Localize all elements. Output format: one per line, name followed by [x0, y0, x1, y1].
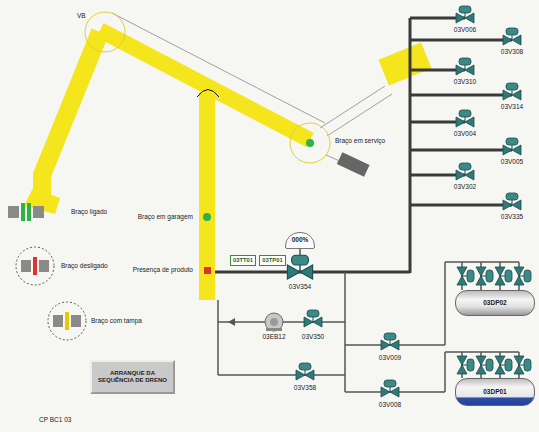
tag-label-text: 03V335 — [500, 213, 524, 220]
tank: 03DP01 — [455, 378, 535, 406]
tag-label: 03V335 — [500, 213, 524, 220]
tag-label-text: 03V314 — [500, 103, 524, 110]
tag-label-text: Braço em garagem — [137, 213, 194, 220]
tag-label: 03EB12 — [261, 333, 286, 340]
tag-label-text: 03V302 — [453, 183, 477, 190]
tag-label: 03V302 — [453, 183, 477, 190]
tag-label: 03V350 — [301, 333, 325, 340]
start-button: ARRANQUE DA SEQUÊNCIA DE DRENO — [90, 360, 175, 394]
legend-label-text: Braço desligado — [60, 262, 109, 269]
tag-label-text: 03V350 — [301, 333, 325, 340]
legend-label-text: Braço com tampa — [90, 317, 143, 324]
tag-label: 03V009 — [378, 354, 402, 361]
legend-label: Braço desligado — [60, 262, 109, 269]
tag-label: 03V354 — [288, 283, 312, 290]
tag-label-text: 03V354 — [288, 283, 312, 290]
tag-label-text: 03V310 — [453, 78, 477, 85]
tag-label: CP BC1 03 — [38, 416, 72, 423]
tag-label: Braço em garagem — [137, 213, 194, 220]
tag-label-text: 03V004 — [453, 130, 477, 137]
node-text: 03DP01 — [483, 388, 507, 395]
tag-label-text: 03V308 — [500, 48, 524, 55]
tag-label: 03V006 — [453, 26, 477, 33]
tag-label: 03V005 — [500, 158, 524, 165]
tag-label: Braço em serviço — [334, 137, 386, 144]
node-text: 000% — [292, 236, 309, 243]
tag-label: 03V308 — [500, 48, 524, 55]
tag-label: 03V358 — [293, 384, 317, 391]
legend-label: Braço ligado — [70, 208, 108, 215]
node-text: 03TP01 — [262, 257, 282, 264]
node-text: 03TT01 — [233, 257, 253, 264]
tag-label: 03V008 — [378, 401, 402, 408]
valve-position-indicator: 000% — [285, 232, 315, 249]
tag-label-text: VB — [76, 12, 87, 19]
legend-sample — [8, 203, 86, 340]
legend-label: Braço com tampa — [90, 317, 143, 324]
tag-label-text: 03V008 — [378, 401, 402, 408]
tag-label: Presença de produto — [132, 266, 194, 273]
node-text: ARRANQUE DA SEQUÊNCIA DE DRENO — [92, 370, 173, 384]
tag-label-text: CP BC1 03 — [38, 416, 72, 423]
tag-label: 03V310 — [453, 78, 477, 85]
legend-label-text: Braço ligado — [70, 208, 108, 215]
tag-label-text: 03V006 — [453, 26, 477, 33]
tag-label-text: 03V005 — [500, 158, 524, 165]
tank: 03DP02 — [455, 290, 535, 316]
tag-label-text: 03EB12 — [261, 333, 286, 340]
tag-label: 03V314 — [500, 103, 524, 110]
tag-label-text: Braço em serviço — [334, 137, 386, 144]
instrument-tag: 03TT01 — [230, 255, 256, 266]
tag-label: VB — [76, 12, 87, 19]
tag-label-text: 03V358 — [293, 384, 317, 391]
node-text: 03DP02 — [483, 299, 507, 306]
tag-label-text: Presença de produto — [132, 266, 194, 273]
instrument-tag: 03TP01 — [259, 255, 286, 266]
tag-label: 03V004 — [453, 130, 477, 137]
tag-label-text: 03V009 — [378, 354, 402, 361]
